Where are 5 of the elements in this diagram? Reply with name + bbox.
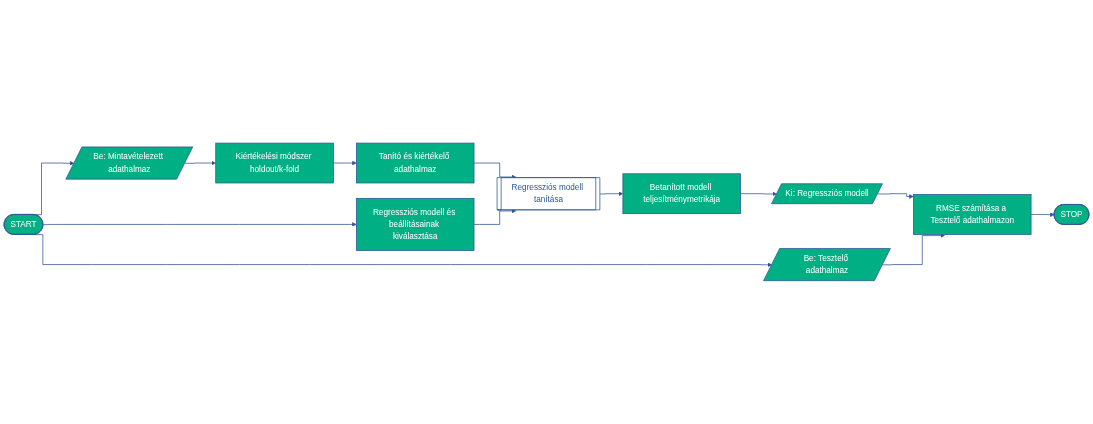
node-box: Betanított modell teljesítménymetrikája xyxy=(622,173,741,215)
node-box: Regressziós modell és beállításainak kiválasztása xyxy=(356,198,475,251)
node-box: Kiértékelési módszer holdout/k-fold xyxy=(215,142,334,184)
node-box: RMSE számítása a Tesztelő adathalmazon xyxy=(913,194,1032,235)
node-box: Tanító és kiértékelő adathalmaz xyxy=(356,142,475,184)
